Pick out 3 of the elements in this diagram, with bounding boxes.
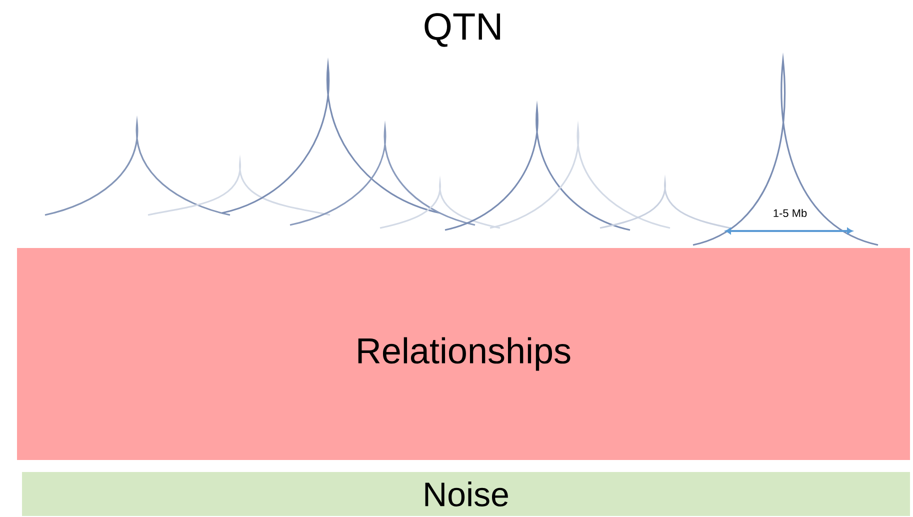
relationships-band: Relationships xyxy=(17,248,910,460)
noise-band: Noise xyxy=(22,472,910,516)
title: QTN xyxy=(424,13,500,47)
